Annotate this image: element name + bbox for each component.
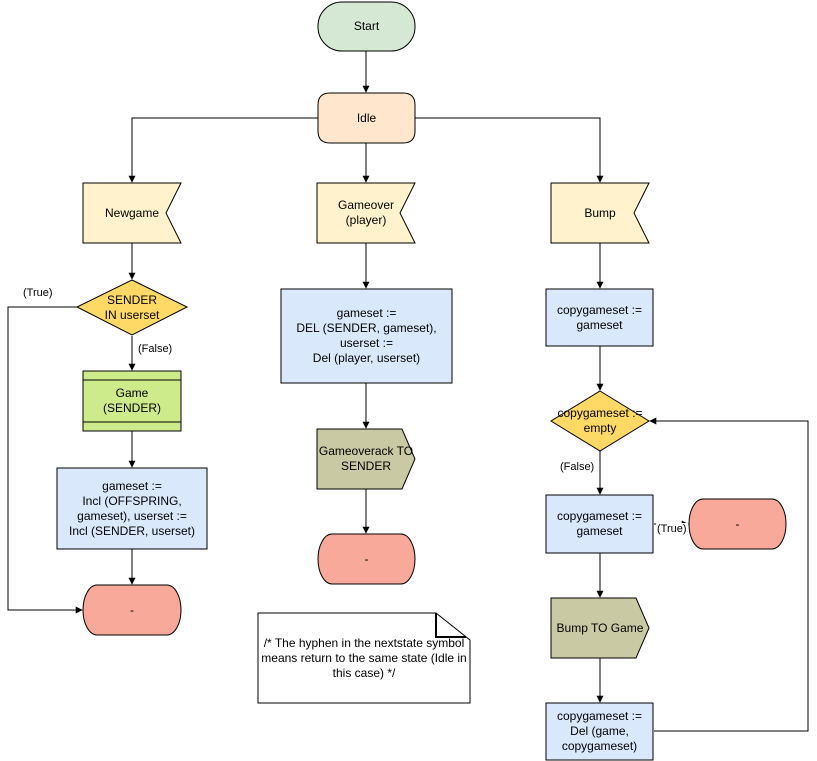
- copy-false-label: (False): [559, 461, 596, 474]
- gameset-incl-task: [56, 467, 208, 550]
- note-fold: [435, 613, 466, 638]
- copy-decision: [550, 390, 650, 452]
- bump-output: [550, 597, 650, 659]
- gameoverack-output: [316, 428, 416, 490]
- edge-idle-bump: [415, 117, 604, 183]
- comment-note: [257, 612, 471, 704]
- sender-false-label: (False): [137, 343, 174, 356]
- game-procedure: [82, 370, 182, 432]
- copy-init-task: [545, 288, 654, 347]
- edge-del-loop: [649, 417, 809, 732]
- nextstate-right: [688, 498, 787, 550]
- bump-signal: [550, 182, 650, 244]
- edge-idle-newgame: [128, 117, 318, 183]
- gameset-del-task: [280, 288, 453, 384]
- gameover-signal: [316, 182, 416, 244]
- idle-state: [317, 92, 416, 144]
- nextstate-mid: [317, 533, 416, 585]
- sender-true-label: (True): [22, 287, 54, 300]
- copy-del-task: [545, 702, 654, 761]
- edge-decision-true: [7, 306, 83, 614]
- copy-true-label: (True): [656, 523, 688, 536]
- newgame-signal: [82, 182, 182, 244]
- start-node: [317, 1, 416, 52]
- nextstate-left: [82, 584, 182, 636]
- sender-decision: [75, 279, 189, 336]
- copy-task: [545, 494, 654, 554]
